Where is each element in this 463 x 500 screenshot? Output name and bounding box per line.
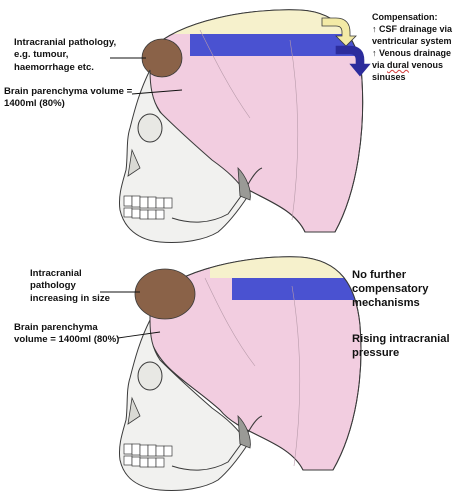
bottom-volume-line-1: Brain parenchyma [14, 322, 98, 333]
bottom-teeth [123, 443, 173, 468]
bottom-volume-line-2: volume = 1400ml (80%) [14, 334, 120, 346]
bottom-mandible [171, 415, 263, 471]
compensation-venous-line: ↑ Venous drainage [372, 48, 452, 58]
bottom-orbit [137, 361, 163, 391]
top-orbit [137, 113, 163, 143]
no-compensation-line-3: mechanisms [352, 297, 420, 309]
compensation-sinuses-line: sinuses [372, 72, 406, 82]
compensation-label: Compensation: ↑ CSF drainage via ventric… [372, 11, 452, 83]
top-volume-line-2: 1400ml (80%) [4, 98, 65, 110]
bottom-pathology-line-2: pathology [30, 280, 76, 292]
top-volume-leader [131, 89, 183, 95]
compensation-venous: venous [409, 60, 444, 70]
bottom-pathology-label: Intracranial pathology increasing in siz… [30, 268, 110, 305]
csf-drainage-arrow [321, 17, 357, 47]
top-nasal-cavity [127, 148, 141, 177]
no-compensation-line-2: compensatory [352, 283, 429, 295]
top-mandible [171, 167, 263, 223]
compensation-csf-line-2: ventricular system [372, 36, 452, 46]
top-teeth [123, 195, 173, 220]
top-volume-line-1: Brain parenchyma volume = [4, 86, 133, 97]
venous-drainage-arrow [335, 45, 371, 77]
top-pathology-line-3: haemorrhage etc. [14, 61, 94, 73]
compensation-venous-line-2: via dural venous [372, 59, 452, 71]
top-compensation-arrows [321, 17, 371, 77]
top-skull [119, 9, 364, 243]
bottom-volume-leader [117, 331, 161, 339]
compensation-via: via [372, 60, 388, 70]
top-mastoid [237, 166, 251, 201]
bottom-mastoid [237, 414, 251, 449]
bottom-pathology-line-1: Intracranial [30, 268, 82, 279]
top-volume-label: Brain parenchyma volume = 1400ml (80%) [4, 86, 132, 111]
rising-icp-line-2: pressure [352, 347, 400, 359]
compensation-title: Compensation: [372, 12, 438, 22]
bottom-venous-band [232, 278, 361, 300]
top-lesion [141, 38, 183, 78]
no-compensation-label: No further compensatory mechanisms [352, 268, 428, 310]
bottom-skull [119, 256, 362, 491]
top-pathology-line-1: Intracranial pathology, [14, 37, 117, 48]
bottom-nasal-cavity [127, 396, 141, 425]
rising-icp-label: Rising intracranial pressure [352, 332, 450, 360]
no-compensation-line-1: No further [352, 269, 407, 281]
bottom-volume-label: Brain parenchyma volume = 1400ml (80%) [14, 322, 119, 347]
top-pathology-line-2: e.g. tumour, [14, 49, 69, 61]
compensation-dural: dural [387, 60, 410, 70]
rising-icp-line-1: Rising intracranial [352, 333, 450, 345]
bottom-lesion [134, 268, 196, 320]
top-pathology-label: Intracranial pathology, e.g. tumour, hae… [14, 37, 116, 74]
top-venous-band [190, 34, 363, 56]
bottom-pathology-line-3: increasing in size [30, 292, 110, 304]
compensation-csf-line: ↑ CSF drainage via [372, 24, 453, 34]
